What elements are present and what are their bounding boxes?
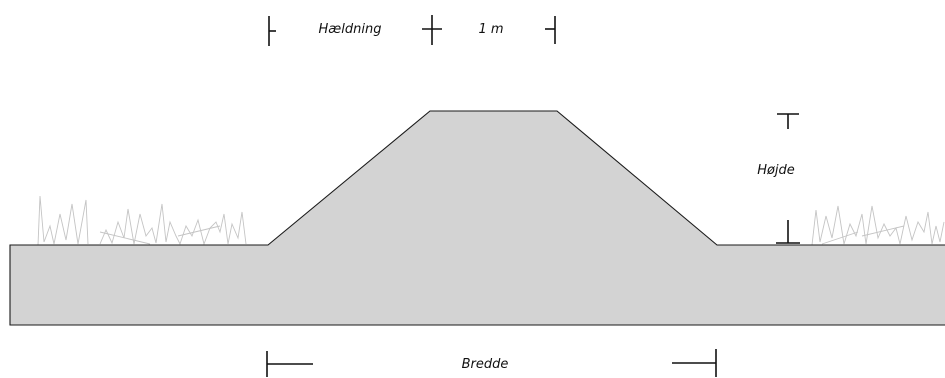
ground-base xyxy=(10,111,945,325)
width-label: Bredde xyxy=(462,357,509,372)
top-width-dimension-markers xyxy=(545,16,556,44)
grass-right-icon xyxy=(811,205,945,246)
height-label: Højde xyxy=(757,163,795,178)
width-dimension-markers xyxy=(266,349,717,377)
ground-outline xyxy=(9,110,945,326)
slope-label: Hældning xyxy=(319,22,382,37)
grass-left-icon xyxy=(37,195,247,246)
top-width-label: 1 m xyxy=(478,22,503,37)
height-dimension-markers xyxy=(776,113,800,244)
slope-dimension-markers xyxy=(268,15,442,46)
